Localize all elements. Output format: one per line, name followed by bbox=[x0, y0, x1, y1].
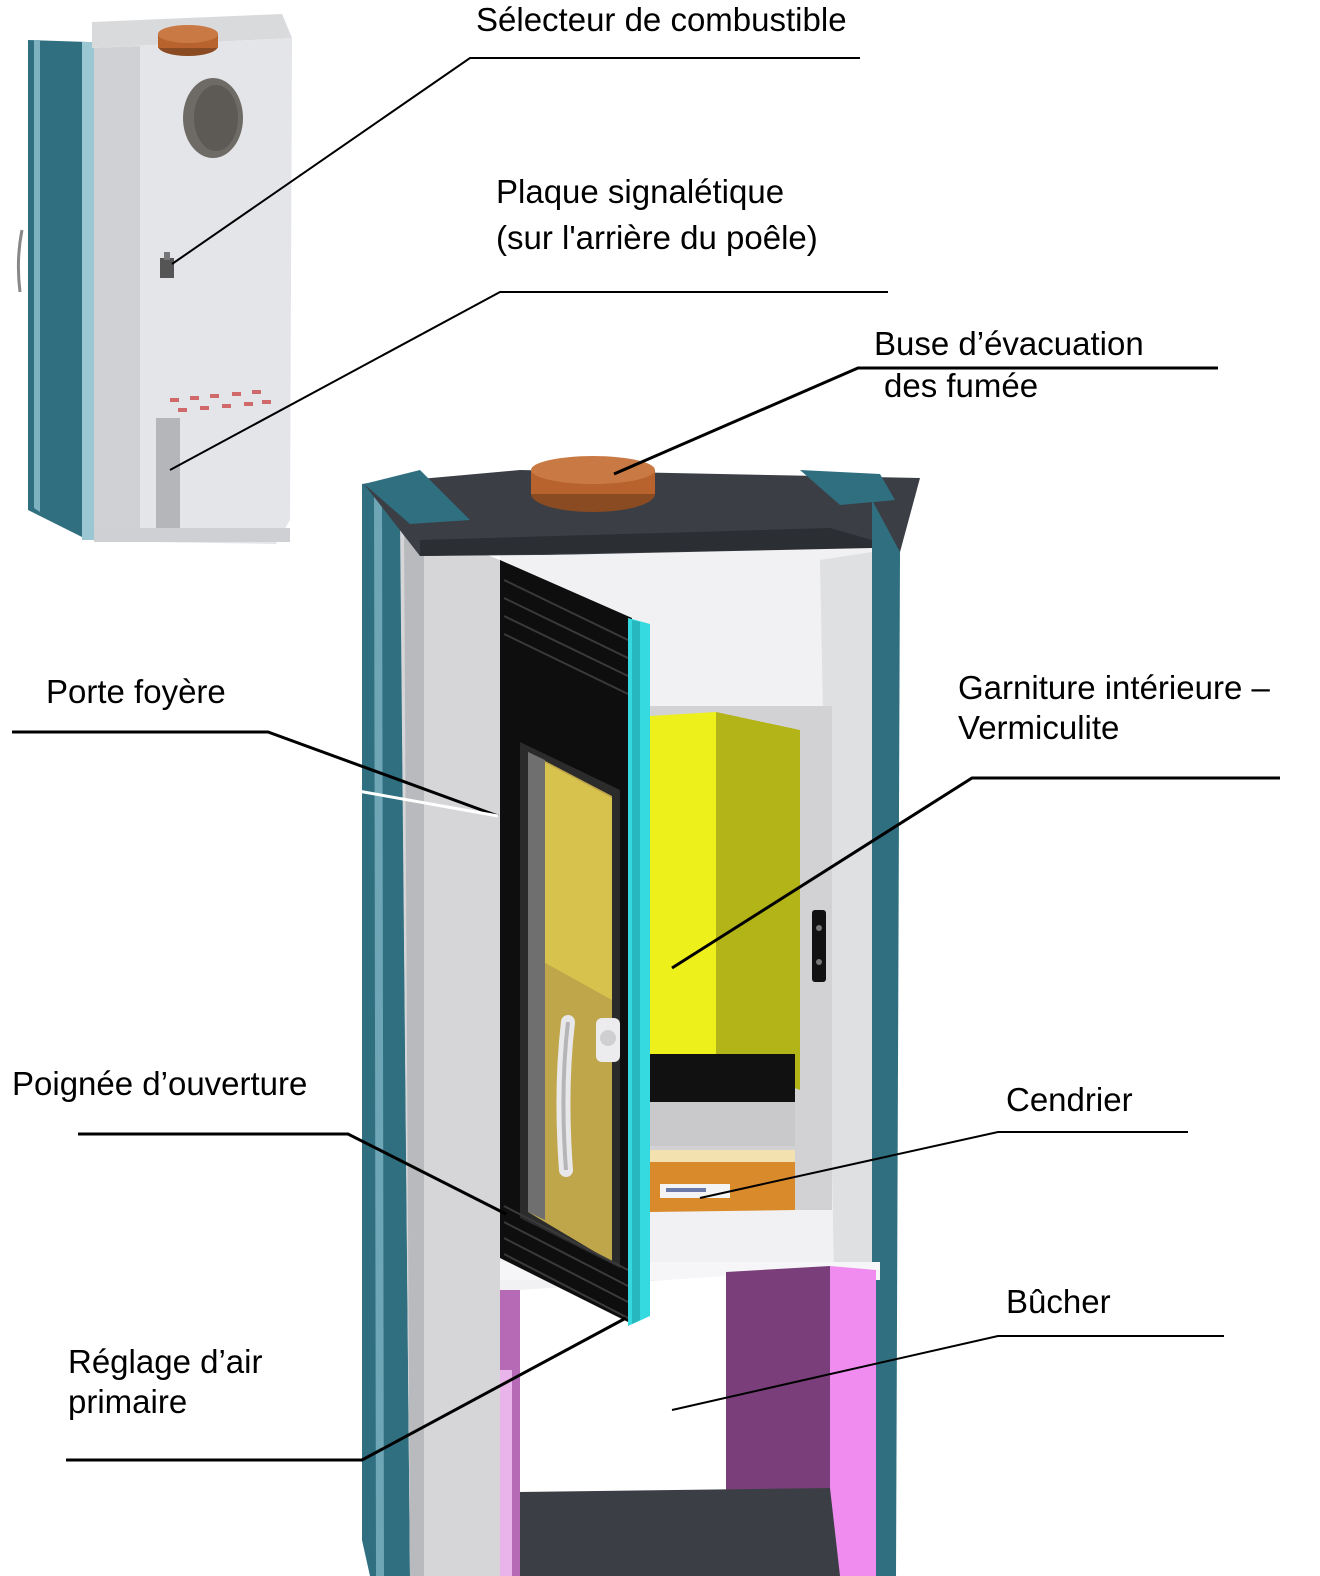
log-store-side bbox=[830, 1266, 876, 1576]
door-latch bbox=[812, 910, 826, 982]
label-fuel-selector: Sélecteur de combustible bbox=[476, 1, 847, 38]
label-opening-handle: Poignée d’ouverture bbox=[12, 1065, 308, 1102]
grate-bed bbox=[650, 1054, 795, 1110]
label-flue-outlet-line1: Buse d’évacuation bbox=[874, 325, 1144, 362]
rear-vent-holes bbox=[170, 390, 271, 412]
door-glass-grid bbox=[503, 579, 629, 1319]
label-nameplate-line2: (sur l'arrière du poêle) bbox=[496, 219, 818, 256]
front-column-left bbox=[400, 520, 500, 1576]
leader-primary-air bbox=[66, 1316, 627, 1462]
side-panel-left bbox=[362, 478, 410, 1576]
label-primary-air-line2: primaire bbox=[68, 1383, 188, 1420]
rear-panel bbox=[94, 38, 292, 544]
leader-firebox-door bbox=[12, 730, 499, 818]
label-lining-line1: Garniture intérieure – bbox=[958, 669, 1270, 706]
side-panel-right bbox=[872, 500, 900, 1576]
label-firebox-door: Porte foyère bbox=[46, 673, 226, 710]
label-flue-outlet-line2: des fumée bbox=[884, 367, 1039, 404]
leader-log-store bbox=[671, 1335, 1224, 1411]
leader-vermiculite bbox=[671, 776, 1280, 970]
leader-fuel-selector bbox=[171, 57, 860, 265]
leader-opening-handle bbox=[78, 1132, 507, 1216]
label-primary-air-line1: Réglage d’air bbox=[68, 1343, 263, 1380]
nameplate bbox=[156, 418, 180, 540]
label-log-store: Bûcher bbox=[1006, 1283, 1111, 1320]
label-ash-pan: Cendrier bbox=[1006, 1081, 1133, 1118]
main-stove bbox=[362, 456, 920, 1576]
leader-ash-pan bbox=[699, 1131, 1188, 1199]
door-handle bbox=[556, 1015, 620, 1177]
rear-view-stove bbox=[16, 14, 292, 544]
label-nameplate-line1: Plaque signalétique bbox=[496, 173, 785, 210]
fuel-selector-knob bbox=[160, 258, 174, 278]
leader-nameplate bbox=[169, 291, 888, 471]
vermiculite-lining bbox=[650, 712, 716, 1060]
rear-side-panel bbox=[28, 40, 88, 540]
leader-flue-outlet bbox=[613, 366, 1218, 476]
label-lining-line2: Vermiculite bbox=[958, 709, 1120, 746]
leader-lines bbox=[12, 57, 1280, 1462]
